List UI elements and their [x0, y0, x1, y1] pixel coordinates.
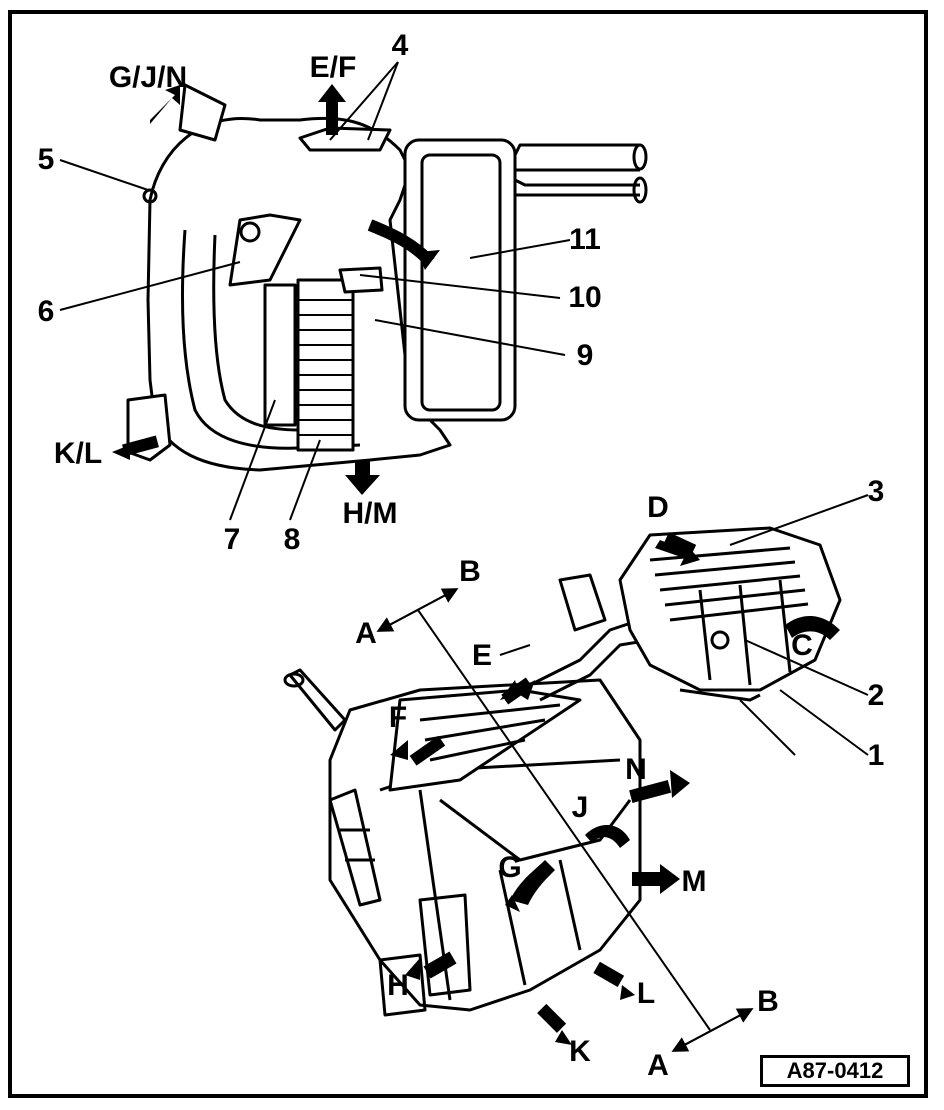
callout-10: 10	[568, 281, 602, 314]
section-mark-a-bottom: A	[647, 1049, 669, 1082]
label-flow-e: E	[471, 639, 493, 672]
label-flow-n: N	[625, 753, 647, 786]
section-lines	[376, 588, 754, 1052]
callout-3: 3	[867, 475, 885, 508]
bottom-housing	[283, 526, 842, 1017]
section-mark-a-top: A	[355, 617, 377, 650]
bottom-leader-lines	[499, 494, 869, 756]
callout-2: 2	[867, 679, 885, 712]
callout-1: 1	[867, 739, 885, 772]
label-flow-j: J	[571, 791, 589, 824]
label-flow-h: H	[387, 969, 409, 1002]
section-mark-b-top: B	[459, 555, 481, 588]
label-flow-m: M	[681, 865, 707, 898]
top-leader-lines	[59, 61, 571, 521]
figure-reference-code: A87-0412	[760, 1055, 910, 1087]
callout-11: 11	[569, 223, 601, 256]
callout-6: 6	[37, 295, 55, 328]
callout-9: 9	[576, 339, 594, 372]
label-flow-g-j-n: G/J/N	[108, 61, 188, 94]
top-flow-arrows	[112, 84, 380, 495]
top-housing	[126, 83, 648, 472]
callout-7: 7	[223, 523, 241, 556]
callout-8: 8	[283, 523, 301, 556]
label-flow-e-f: E/F	[309, 51, 357, 84]
label-flow-f: F	[388, 701, 408, 734]
callout-5: 5	[37, 143, 55, 176]
label-flow-g: G	[498, 851, 522, 884]
label-flow-h-m: H/M	[342, 497, 398, 530]
label-flow-c: C	[791, 629, 813, 662]
bottom-flow-arrows	[390, 532, 840, 1045]
label-flow-d: D	[647, 491, 669, 524]
callout-4: 4	[391, 29, 409, 62]
label-flow-k-l: K/L	[53, 437, 103, 470]
label-flow-k: K	[569, 1035, 591, 1068]
section-mark-b-bottom: B	[757, 985, 779, 1018]
label-flow-l: L	[636, 977, 656, 1010]
